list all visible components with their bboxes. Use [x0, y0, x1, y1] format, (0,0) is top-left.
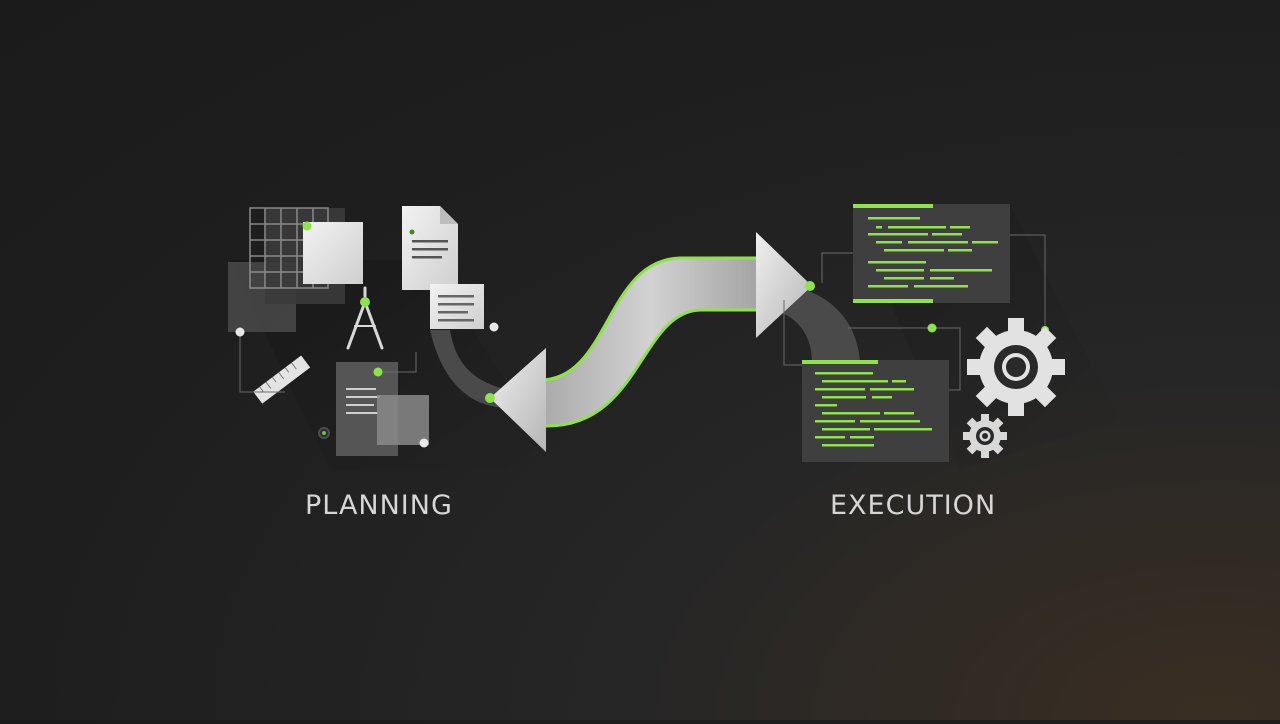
execution-label: EXECUTION	[830, 490, 997, 521]
code-window-icon	[853, 204, 1010, 303]
planning-cluster	[228, 206, 560, 470]
connector-dot	[302, 221, 312, 231]
document-icon	[402, 206, 458, 290]
planning-label: PLANNING	[305, 490, 453, 521]
execution-cluster	[783, 204, 1120, 470]
large-gear-icon	[967, 318, 1065, 416]
s-curve-double-arrow	[430, 232, 860, 452]
arrowhead-right	[756, 232, 812, 338]
note-card-icon	[430, 284, 484, 329]
compass-icon	[346, 286, 384, 350]
code-window-icon	[802, 360, 949, 462]
small-gear-icon	[963, 414, 1007, 458]
blank-card-icon	[303, 222, 363, 284]
clipboard-icon	[336, 362, 429, 456]
arrowhead-left	[490, 348, 546, 452]
